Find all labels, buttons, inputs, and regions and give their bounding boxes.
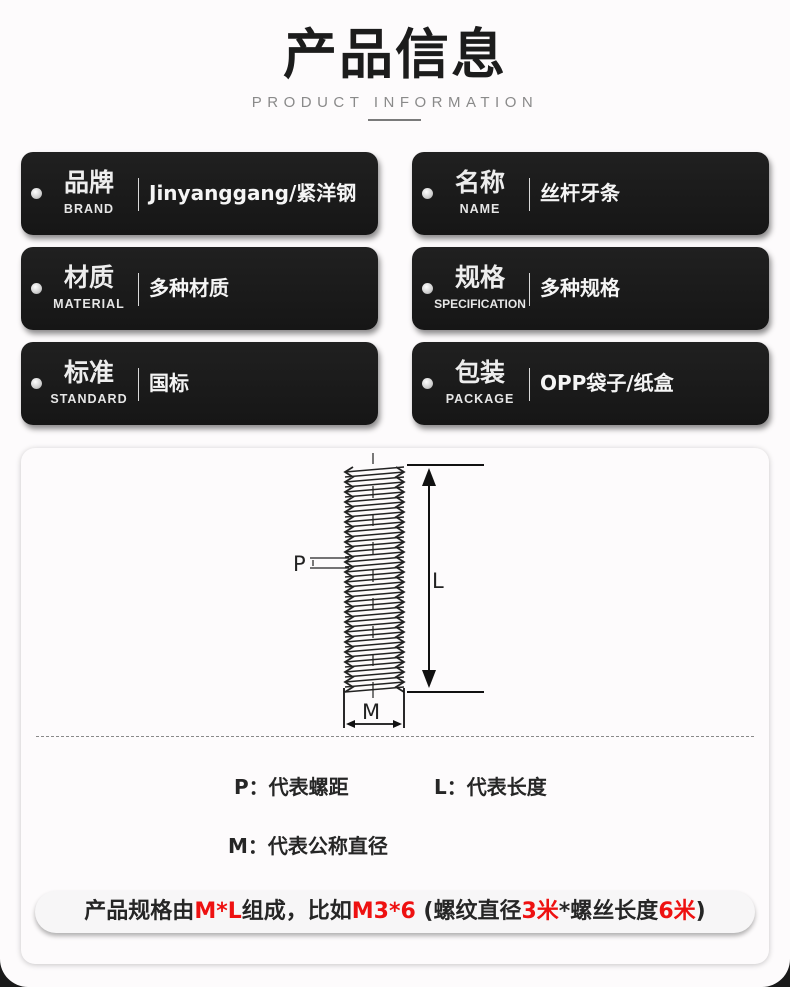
tag-label-cn: 材质 [63, 263, 114, 292]
tag-package: 包装 PACKAGE OPP袋子/纸盒 [412, 342, 769, 425]
spec-note-text: 产品规格由 [84, 899, 195, 924]
tag-value: OPP袋子/纸盒 [540, 371, 674, 395]
label-l: L [432, 569, 444, 593]
diameter-dimension-icon [343, 688, 405, 728]
spec-note: 产品规格由M*L组成，比如M3*6 (螺纹直径3米*螺丝长度6米) [35, 891, 755, 933]
tag-separator [138, 178, 139, 211]
tag-value: 多种规格 [540, 276, 620, 300]
tag-value: 多种材质 [149, 276, 229, 300]
spec-note-highlight: 6米 [658, 899, 696, 924]
tag-hole-icon [422, 283, 433, 294]
tag-label-en: STANDARD [50, 392, 128, 406]
tag-standard: 标准 STANDARD 国标 [21, 342, 378, 425]
tag-hole-icon [422, 188, 433, 199]
tag-separator [138, 368, 139, 401]
threaded-rod-diagram: L P M [293, 453, 484, 728]
tag-separator [529, 273, 530, 306]
tag-label-en: MATERIAL [53, 297, 125, 311]
tag-value: 丝杆牙条 [540, 181, 620, 205]
spec-note-highlight: M3*6 [351, 899, 416, 924]
spec-note-text: 组成，比如 [241, 899, 352, 924]
page-title: 产品信息 [283, 23, 507, 86]
length-dimension-icon [407, 464, 484, 693]
tag-brand: 品牌 BRAND Jinyanggang/紧洋钢 [21, 152, 378, 235]
tag-label-cn: 品牌 [63, 168, 114, 197]
threaded-rod-icon [343, 453, 406, 698]
spec-note-highlight: M*L [194, 899, 242, 924]
tag-separator [138, 273, 139, 306]
legend-length: L：代表长度 [434, 775, 547, 799]
spec-note-highlight: 3米 [521, 899, 559, 924]
label-p: P [293, 552, 306, 576]
tag-value: Jinyanggang/紧洋钢 [149, 181, 357, 205]
tag-label-cn: 规格 [454, 263, 505, 292]
tag-label: 规格 SPECIFICATION [434, 261, 526, 313]
tag-material: 材质 MATERIAL 多种材质 [21, 247, 378, 330]
tag-label-cn: 标准 [63, 358, 114, 387]
spec-note-text: (螺纹直径 [415, 899, 522, 924]
tag-separator [529, 178, 530, 211]
tag-hole-icon [31, 283, 42, 294]
tag-label: 品牌 BRAND [43, 166, 135, 218]
tag-value: 国标 [149, 371, 189, 395]
diagram-card: L P M P：代表螺距 L：代表长度 M：代表公称直径 产品规格由M*L组 [21, 448, 769, 964]
tag-label: 包装 PACKAGE [434, 356, 526, 408]
tag-name: 名称 NAME 丝杆牙条 [412, 152, 769, 235]
tag-label-en: SPECIFICATION [434, 297, 526, 311]
tag-hole-icon [31, 378, 42, 389]
label-m: M [362, 700, 380, 724]
tag-label-cn: 包装 [454, 358, 505, 387]
tag-label: 标准 STANDARD [43, 356, 135, 408]
spec-note-text: ) [695, 899, 706, 924]
legend-diameter: M：代表公称直径 [228, 834, 388, 858]
tag-specification: 规格 SPECIFICATION 多种规格 [412, 247, 769, 330]
tag-label-en: PACKAGE [445, 392, 515, 406]
dashed-divider [36, 736, 754, 737]
tag-separator [529, 368, 530, 401]
spec-note-text: *螺丝长度 [558, 899, 659, 924]
tag-label: 名称 NAME [434, 166, 526, 218]
tag-label-en: BRAND [63, 202, 115, 216]
legend-pitch: P：代表螺距 [234, 775, 349, 799]
tag-hole-icon [422, 378, 433, 389]
tag-label-cn: 名称 [454, 168, 505, 197]
tag-label-en: NAME [459, 202, 501, 216]
pitch-dimension-icon [310, 557, 349, 569]
title-underline [368, 119, 421, 121]
page-subtitle: PRODUCT INFORMATION [251, 94, 539, 111]
tag-label: 材质 MATERIAL [43, 261, 135, 313]
tag-hole-icon [31, 188, 42, 199]
